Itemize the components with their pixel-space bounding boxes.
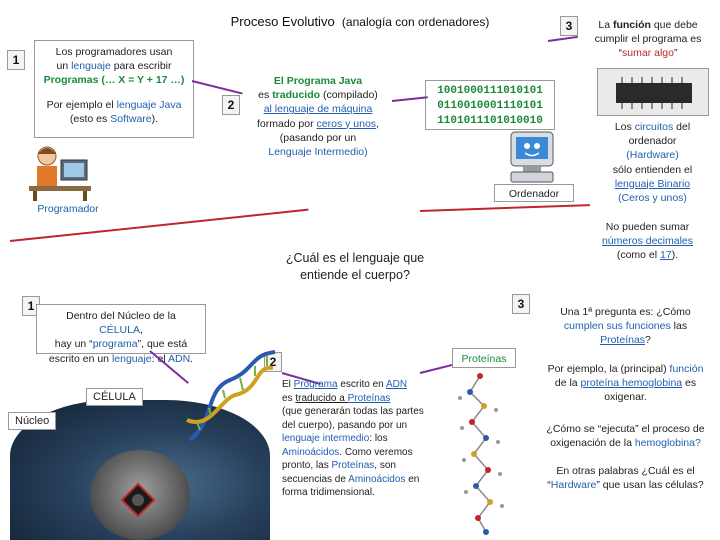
nucleus-cutaway-icon bbox=[118, 480, 158, 520]
proteins-label: Proteínas bbox=[461, 353, 507, 365]
hardware-question: En otras palabras ¿Cuál es el “Hardware”… bbox=[533, 464, 718, 492]
circuits-line6: (Ceros y unos) bbox=[618, 191, 687, 204]
protein-molecule-icon bbox=[458, 373, 504, 535]
question-functions: Una 1ª pregunta es: ¿Cómo cumplen sus fu… bbox=[533, 305, 718, 348]
nosum-line2: números decimales bbox=[601, 235, 694, 248]
bbox2-line4: del cuerpo), pasando por un bbox=[282, 419, 408, 431]
programmer-label: Programador bbox=[37, 203, 99, 215]
question-line2: entiende el cuerpo? bbox=[300, 267, 410, 282]
circuit-illustration bbox=[597, 68, 709, 116]
box3-line2: cumplir el programa es bbox=[594, 33, 702, 46]
programmer-icon bbox=[29, 146, 91, 201]
bbox2-line6: Aminoácidos. Como veremos bbox=[282, 446, 413, 458]
circuits-line5: lenguaje Binario bbox=[614, 177, 691, 190]
bbox2-line3: (que generarán todas las partes bbox=[282, 406, 424, 417]
connector-binary-3 bbox=[547, 35, 578, 42]
oxygenation-question: ¿Cómo se “ejecuta” el proceso de oxigena… bbox=[533, 422, 718, 450]
q1-line1: Una 1ª pregunta es: ¿Cómo bbox=[560, 306, 691, 318]
cell-label: CÉLULA bbox=[86, 388, 143, 406]
bbox1-line2: hay un “programa”, que está bbox=[54, 338, 188, 351]
step-number-3-bottom: 3 bbox=[512, 294, 530, 314]
nucleus-core-icon bbox=[120, 482, 156, 518]
box3-line3: “sumar algo” bbox=[618, 47, 678, 60]
box1-line5: (esto es Software). bbox=[69, 112, 159, 125]
chip-icon bbox=[616, 77, 692, 109]
title-main: Proceso Evolutivo bbox=[230, 14, 335, 29]
box2-line5: (pasando por un bbox=[279, 131, 357, 144]
box1-line2: un lenguaje para escribir bbox=[56, 60, 172, 73]
box2-line2: es traducido (compilado) bbox=[258, 89, 378, 102]
java-translation-box: El Programa Java es traducido (compilado… bbox=[244, 70, 392, 160]
connector-1-2 bbox=[191, 80, 243, 95]
question-line1: ¿Cuál es el lenguaje que bbox=[285, 251, 425, 265]
binary-line-3: 1101011101010010 bbox=[437, 114, 543, 127]
hemoglobin-example: Por ejemplo, la (principal) función de l… bbox=[533, 362, 718, 405]
binary-code-box: 1001000111010101 0110010001110101 110101… bbox=[425, 80, 555, 130]
title-sub: (analogía con ordenadores) bbox=[341, 15, 490, 29]
connector-2-binary bbox=[391, 96, 428, 102]
q1-line2: cumplen sus funciones las bbox=[563, 320, 688, 333]
p2-line1: Por ejemplo, la (principal) función bbox=[547, 363, 704, 375]
red-divider-right bbox=[419, 204, 590, 212]
computer-label: Ordenador bbox=[508, 188, 560, 200]
circuits-line3: (Hardware) bbox=[626, 149, 679, 162]
page-title: Proceso Evolutivo (analogía con ordenado… bbox=[160, 14, 560, 29]
step-number-1-top: 1 bbox=[7, 50, 25, 70]
box3-line1: La función que debe bbox=[598, 19, 698, 31]
box1-line1: Los programadores usan bbox=[55, 46, 173, 58]
nosum-line1: No pueden sumar bbox=[605, 221, 690, 233]
proteins-label-box: Proteínas bbox=[452, 348, 516, 368]
nosum-line3: (como el 17). bbox=[616, 249, 679, 262]
function-box: La función que debe cumplir el programa … bbox=[578, 18, 718, 61]
circuits-text: Los circuitos del ordenador (Hardware) s… bbox=[590, 120, 715, 205]
box1-line4: Por ejemplo el lenguaje Java bbox=[46, 98, 182, 111]
cell-program-box: Dentro del Núcleo de la CÉLULA, hay un “… bbox=[36, 304, 206, 365]
step-number-3-top: 3 bbox=[560, 16, 578, 36]
circuits-line4: sólo entienden el bbox=[612, 163, 693, 176]
dna-translation-text: El Programa escrito en ADN es traducido … bbox=[282, 378, 437, 500]
computer-icon bbox=[510, 131, 554, 183]
computer-illustration bbox=[505, 130, 565, 186]
binary-line-2: 0110010001110101 bbox=[437, 99, 543, 112]
bbox1-line3: escrito en un lenguaje: el ADN. bbox=[48, 352, 194, 365]
q2-line2: oxigenación de la hemoglobina? bbox=[550, 437, 701, 450]
box2-line1: El Programa Java bbox=[273, 75, 363, 87]
no-sum-text: No pueden sumar números decimales (como … bbox=[580, 220, 715, 263]
binary-line-1: 1001000111010101 bbox=[437, 85, 543, 97]
p2-line3: oxigenar. bbox=[604, 391, 647, 404]
circuits-line2: ordenador bbox=[628, 135, 677, 148]
bbox1-line1: Dentro del Núcleo de la CÉLULA, bbox=[66, 310, 176, 337]
step-number-2-top: 2 bbox=[222, 95, 240, 115]
dna-illustration bbox=[185, 350, 280, 445]
programmer-illustration bbox=[25, 142, 95, 202]
box2-line3: al lenguaje de máquina bbox=[263, 103, 373, 116]
bbox2-line7: pronto, las Proteínas, son bbox=[282, 460, 396, 471]
bbox2-line9: forma tridimensional. bbox=[282, 487, 375, 498]
circuits-line1: Los circuitos del bbox=[614, 121, 691, 133]
protein-chain-illustration bbox=[440, 372, 520, 537]
programmers-box: Los programadores usan un lenguaje para … bbox=[34, 40, 194, 138]
q2-line1: ¿Cómo se “ejecuta” el proceso de bbox=[546, 423, 705, 435]
box2-line4: formado por ceros y unos, bbox=[257, 117, 379, 130]
bbox2-line2: es traducido a Proteínas bbox=[282, 392, 391, 404]
dna-helix-icon bbox=[186, 350, 276, 442]
bbox2-line8: secuencias de Aminoácidos en bbox=[282, 473, 420, 485]
bbox2-line5: lenguaje intermedio: los bbox=[282, 433, 388, 444]
bbox2-line1: El Programa escrito en ADN bbox=[282, 379, 408, 390]
q3-line1: En otras palabras ¿Cuál es el bbox=[556, 465, 695, 477]
computer-label-box: Ordenador bbox=[494, 184, 574, 202]
box1-line3: Programas (… X = Y + 17 …) bbox=[43, 74, 185, 87]
p2-line2: de la proteína hemoglobina es bbox=[554, 377, 697, 390]
nucleus-label: Núcleo bbox=[8, 412, 57, 430]
question-text: ¿Cuál es el lenguaje que entiende el cue… bbox=[250, 250, 460, 284]
q3-line2: “Hardware” que usan las células? bbox=[547, 479, 704, 492]
box2-line6: Lenguaje Intermedio) bbox=[268, 145, 368, 158]
q1-line3: Proteínas? bbox=[600, 334, 651, 347]
